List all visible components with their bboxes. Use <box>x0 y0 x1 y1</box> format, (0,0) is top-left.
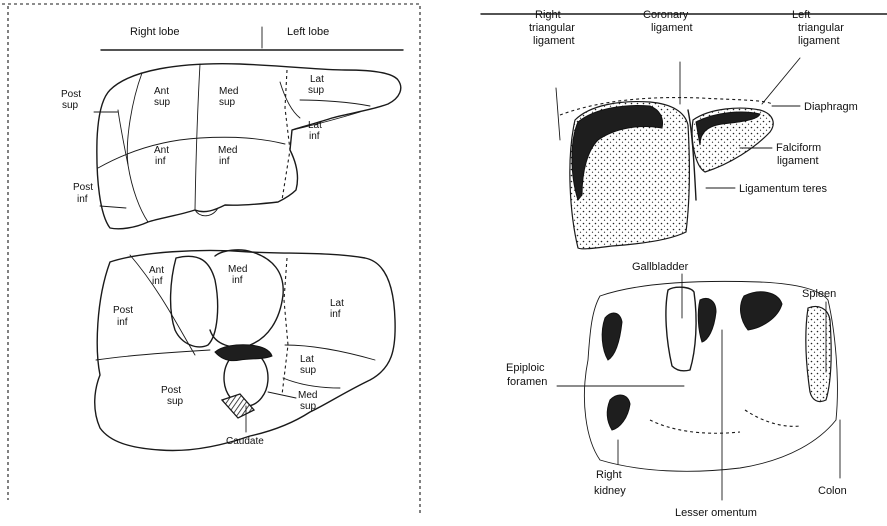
right-triangular-label-1: Right <box>535 9 561 21</box>
left-lobe-lower-edge <box>292 112 360 130</box>
top-lat-inf-label-1: Lat <box>308 120 322 131</box>
shadow-fold-1 <box>602 313 622 360</box>
seg-line-ant-med <box>195 64 200 210</box>
left-triangular-label-1: Left <box>792 9 810 21</box>
left-triangular-label-2: triangular <box>798 22 844 34</box>
bot-med-sup-label-1: Med <box>298 390 317 401</box>
bot-lat-sup-label-1: Lat <box>300 354 314 365</box>
visceral-detail-2 <box>745 410 800 426</box>
bot-ant-inf-label-1: Ant <box>149 265 164 276</box>
bot-ant-inf-label-2: inf <box>152 276 163 287</box>
left-panel: Right lobe Left lobe Post sup Ant sup <box>2 4 420 515</box>
epiploic-label-2: foramen <box>507 376 547 388</box>
top-med-sup-label-2: sup <box>219 97 236 108</box>
lesser-omentum-label: Lesser omentum <box>675 507 757 519</box>
right-lobe-header: Right lobe <box>130 26 180 38</box>
right-kidney-label-2: kidney <box>594 485 626 497</box>
right-triangular-label-3: ligament <box>533 35 575 47</box>
top-med-inf-label-2: inf <box>219 156 230 167</box>
gallbladder-shape <box>666 287 696 371</box>
top-post-inf-label-1: Post <box>73 182 93 193</box>
diaphragm-label: Diaphragm <box>804 101 858 113</box>
right-triangular-pointer <box>556 88 560 140</box>
med-sup-pointer <box>268 392 296 398</box>
ligamentum-teres-label: Ligamentum teres <box>739 183 828 195</box>
liver-diaphragmatic-view: Post sup Ant sup Med sup Lat sup Ant inf… <box>61 64 401 229</box>
seg-line-post-sup-inf <box>118 110 128 165</box>
shadow-fold-3 <box>741 292 782 330</box>
bot-lat-inf-label-1: Lat <box>330 298 344 309</box>
bottom-lat-sup-line <box>283 378 340 388</box>
bot-lat-sup-label-2: sup <box>300 365 317 376</box>
top-lat-inf-label-2: inf <box>309 131 320 142</box>
seg-line-sup-inf <box>98 137 285 168</box>
coronary-label-1: Coronary <box>643 9 689 21</box>
top-post-sup-label-2: sup <box>62 100 79 111</box>
bottom-falciform-line <box>282 258 288 395</box>
bot-post-sup-label-1: Post <box>161 385 181 396</box>
gallbladder-label: Gallbladder <box>632 261 689 273</box>
top-post-inf-label-2: inf <box>77 194 88 205</box>
ligaments-view: Right triangular ligament Coronary ligam… <box>529 9 858 249</box>
seg-line-med-lat <box>282 70 290 200</box>
top-ant-sup-label-1: Ant <box>154 86 169 97</box>
bot-lat-inf-label-2: inf <box>330 309 341 320</box>
top-lat-sup-label-2: sup <box>308 85 325 96</box>
shadow-fold-4 <box>607 395 630 430</box>
top-med-inf-label-1: Med <box>218 145 237 156</box>
top-post-sup-label-1: Post <box>61 89 81 100</box>
top-lat-sup-label-1: Lat <box>310 74 324 85</box>
liver-visceral-view: Ant inf Med inf Post inf Lat inf Lat sup… <box>95 250 395 451</box>
liver-top-outline <box>97 64 401 229</box>
right-kidney-label-1: Right <box>596 469 622 481</box>
bot-post-inf-label-2: inf <box>117 317 128 328</box>
shadow-fold-2 <box>698 299 716 343</box>
epiploic-label-1: Epiploic <box>506 362 545 374</box>
post-inf-pointer <box>100 206 126 208</box>
right-triangular-label-2: triangular <box>529 22 575 34</box>
top-ant-sup-label-2: sup <box>154 97 171 108</box>
right-panel: Right triangular ligament Coronary ligam… <box>481 9 887 519</box>
colon-label: Colon <box>818 485 847 497</box>
spleen-label: Spleen <box>802 288 836 300</box>
visceral-detail-1 <box>650 420 740 433</box>
porta-hepatis <box>215 345 272 361</box>
top-ant-inf-label-1: Ant <box>154 145 169 156</box>
bot-med-sup-label-2: sup <box>300 401 317 412</box>
ivc-hatch <box>222 394 254 418</box>
left-triangular-label-3: ligament <box>798 35 840 47</box>
top-ant-inf-label-2: inf <box>155 156 166 167</box>
left-triangular-pointer <box>762 58 800 104</box>
bot-post-sup-label-2: sup <box>167 396 184 407</box>
bot-med-inf-label-2: inf <box>232 275 243 286</box>
bot-caudate-label: Caudate <box>226 436 264 447</box>
bot-med-inf-label-1: Med <box>228 264 247 275</box>
bottom-lat-line <box>285 345 375 360</box>
seg-line-lat-inner <box>280 82 300 118</box>
visceral-relations-view: Gallbladder Spleen Epiploic foramen Righ… <box>506 261 847 519</box>
seg-line-lat-sup-inf <box>300 100 370 106</box>
bot-post-inf-label-1: Post <box>113 305 133 316</box>
falciform-label-1: Falciform <box>776 142 821 154</box>
spleen-shape <box>806 307 831 402</box>
falciform-label-2: ligament <box>777 155 819 167</box>
left-lobe-header: Left lobe <box>287 26 329 38</box>
coronary-label-2: ligament <box>651 22 693 34</box>
top-med-sup-label-1: Med <box>219 86 238 97</box>
